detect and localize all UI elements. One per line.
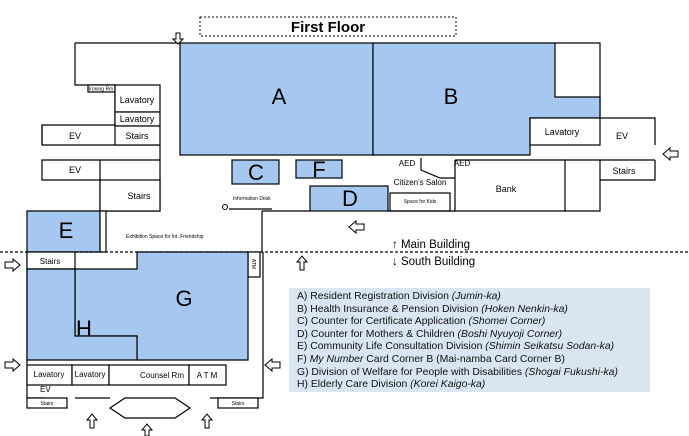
legend-item-text: C) Counter for Certificate Application [297,316,469,328]
floor-title: First Floor [291,19,365,36]
title-box [199,16,457,37]
information-desk-marker [222,204,228,210]
lavatory-south-2-label: Lavatory [75,370,106,379]
legend-item-italic: (Shogai Fukushi-ka) [524,366,618,378]
legend-item-suffix: Card Corner B (Mai-namba Card Corner B) [363,353,565,365]
ev-right-label: EV [616,131,628,141]
legend-item-italic: (Shimin Seikatsu Sodan-ka) [485,341,615,353]
atm-south-label: A T M [197,371,218,380]
legend-item: H) Elderly Care Division (Korei Kaigo-ka… [297,379,650,392]
entrance-arrow-center [348,219,365,235]
stairs-south-right-label: Stairs [232,401,245,407]
zone-f [295,159,343,179]
citizens-salon-label: Citizen's Salon [394,178,447,187]
right-wing-wall [564,159,656,212]
lavatory-right [529,117,601,146]
legend-item-text: G) Division of Welfare for People with D… [297,366,525,378]
zone-a-label: A [272,84,287,109]
entrance-arrow-top [171,32,185,45]
stairs-south-right [217,397,259,409]
ev-1-label: EV [69,131,81,141]
legend-item: F) My Number Card Corner B (Mai-namba Ca… [297,354,650,367]
bank-label: Bank [496,184,517,194]
legend-item: E) Community Life Consultation Division … [297,341,650,354]
legend-item-italic: (Shomei Corner) [468,316,546,328]
atm-south-upper-label: ATM [250,259,256,269]
legend-item-italic: My Number [309,353,364,365]
information-desk-text: Information Desk [233,196,271,202]
ironing-room-label: Ironing Rm [89,87,113,93]
zone-e-divider [99,210,107,253]
legend-item: G) Division of Welfare for People with D… [297,367,650,380]
counsel-room-label: Counsel Rm [140,371,184,380]
stairs-mid-left-label: Stairs [127,191,151,201]
legend-item-italic: (Boshi Nyuyoji Corner) [457,328,563,340]
zone-c [231,159,280,185]
entrance-arrow-bottom-1 [85,413,99,429]
aed-label-2: AED [454,159,471,168]
stairs-right-label: Stairs [612,166,636,176]
zone-e-label: E [59,218,74,243]
aed-label-1: AED [399,159,416,168]
entrance-arrow-bottom-2 [200,413,214,429]
legend-item: A) Resident Registration Division (Jumin… [297,291,650,304]
stairs-upper-left [114,125,161,146]
zone-d [309,185,389,212]
zone-a [179,42,374,156]
zone-c-label: C [248,160,264,185]
lavatory-2-label: Lavatory [120,114,155,124]
legend-item: B) Health Insurance & Pension Division (… [297,304,650,317]
citizens-salon-wall [420,158,455,179]
legend-item-text: B) Health Insurance & Pension Division [297,303,482,315]
zone-h-label: H [76,316,92,341]
space-for-kids-label: Space for Kids [404,199,437,205]
legend-item: D) Counter for Mothers & Children (Boshi… [297,329,650,342]
south-entrance-hall [108,397,192,419]
stairs-upper-left-label: Stairs [125,131,149,141]
entrance-arrow-south-center [295,255,309,271]
lavatory-1-label: Lavatory [120,95,155,105]
legend-item-text: E) Community Life Consultation Division [297,341,486,353]
zone-f-label: F [312,157,325,182]
exhibition-space-label: Exhibition Space for Int. Friendship [126,234,204,240]
main-building-label: ↑ Main Building [392,239,470,251]
zone-d-label: D [342,186,358,211]
entrance-arrow-left-upper [4,257,21,273]
information-desk-label: Information Desk [233,196,271,202]
stairs-mid-left [99,179,161,212]
zone-h [26,268,138,361]
entrance-arrow-bottom-3 [140,423,154,436]
legend-item-text: H) Elderly Care Division [297,379,411,391]
lavatory-south-1-label: Lavatory [34,370,65,379]
zone-b-label: B [444,84,459,109]
legend: A) Resident Registration Division (Jumin… [289,288,650,392]
entrance-arrow-left-lower [4,357,21,373]
atm-south [188,364,227,386]
legend-item-text: A) Resident Registration Division [297,291,452,302]
legend-item-text: D) Counter for Mothers & Children [297,328,458,340]
legend-item: C) Counter for Certificate Application (… [297,316,650,329]
stairs-south-upper-label: Stairs [40,257,60,266]
legend-item-italic: (Hoken Nenkin-ka) [481,303,568,315]
ev-2-label: EV [69,165,81,175]
entrance-arrow-right-lower [264,357,281,373]
legend-item-italic: (Korei Kaigo-ka) [410,379,486,391]
zone-g-label: G [175,286,192,311]
stairs-south-left [26,397,68,409]
entrance-arrow-right [662,146,679,162]
legend-item-text: F) [297,353,310,365]
stairs-south-left-label: Stairs [41,401,54,407]
legend-item-italic: (Jumin-ka) [451,291,501,302]
lavatory-right-label: Lavatory [545,127,580,137]
ev-south-label: EV [40,385,51,394]
south-building-label: ↓ South Building [392,256,475,268]
